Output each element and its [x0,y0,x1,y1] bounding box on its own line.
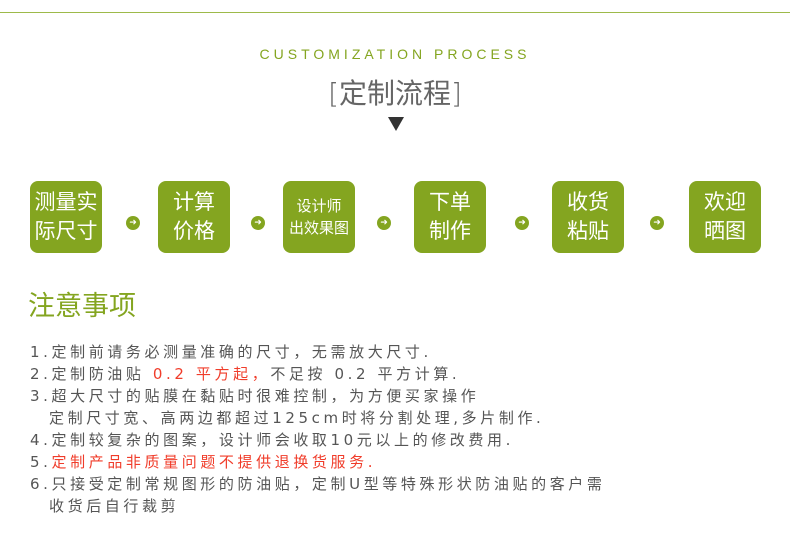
note-6-cont: 收货后自行裁剪 [49,497,180,515]
notes-title: 注意事项 [28,291,136,322]
arrow-right-icon: ➜ [515,216,529,230]
note-number: 5. [30,453,52,471]
section-subtitle: CUSTOMIZATION PROCESS [259,46,531,62]
step-label: 设计师 [296,197,342,215]
arrow-right-icon: ➜ [650,216,664,230]
step-label: 计算 [173,190,215,214]
step-label: 价格 [173,219,215,243]
step-label: 出效果图 [288,219,349,237]
note-5: 5.定制产品非质量问题不提供退换货服务. [30,451,376,472]
arrow-right-icon: ➜ [126,216,140,230]
note-6: 6.只接受定制常规图形的防油贴，定制U型等特殊形状防油贴的客户需 [30,475,606,493]
note-text: 2.定制防油贴 [30,365,153,383]
top-divider [0,12,790,13]
step-label: 测量实 [34,190,98,214]
step-label: 制作 [429,219,471,243]
step-label: 粘贴 [567,219,609,243]
step-share: 欢迎晒图 [689,181,761,253]
step-receive: 收货粘贴 [552,181,624,253]
step-order: 下单制作 [414,181,486,253]
note-1: 1.定制前请务必测量准确的尺寸，无需放大尺寸. [30,343,432,361]
arrow-right-icon: ➜ [251,216,265,230]
step-label: 下单 [429,190,471,214]
note-text: 不足按 0.2 平方计算. [270,365,461,383]
step-measure: 测量实际尺寸 [30,181,102,253]
step-label: 欢迎 [704,190,746,214]
step-label: 收货 [567,190,609,214]
step-design: 设计师出效果图 [283,181,355,253]
arrow-right-icon: ➜ [377,216,391,230]
note-4: 4.定制较复杂的图案，设计师会收取10元以上的修改费用. [30,431,514,449]
step-label: 晒图 [704,219,746,243]
section-title: [定制流程] [328,77,462,110]
note-3: 3.超大尺寸的贴膜在黏贴时很难控制，为方便买家操作 [30,387,480,405]
step-label: 际尺寸 [34,219,98,243]
note-highlight: 定制产品非质量问题不提供退换货服务. [51,453,377,471]
note-highlight: 0.2 平方起， [152,365,271,383]
note-3-cont: 定制尺寸宽、高两边都超过125cm时将分割处理,多片制作. [49,409,545,427]
step-price: 计算价格 [158,181,230,253]
down-triangle-icon [388,117,404,131]
note-2: 2.定制防油贴 0.2 平方起，不足按 0.2 平方计算. [30,363,460,384]
